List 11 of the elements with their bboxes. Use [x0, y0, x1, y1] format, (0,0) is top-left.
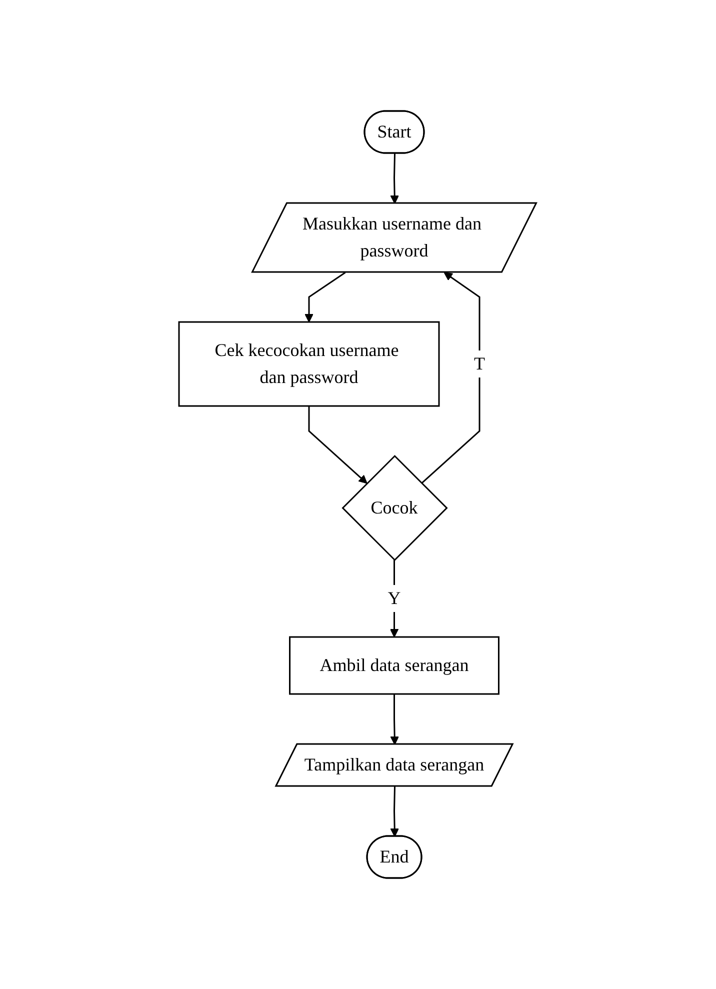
arrow — [390, 694, 400, 745]
node-box: Cek kecocokan username dan password — [178, 321, 440, 407]
edge-label: T — [474, 354, 486, 374]
node-diamond: Cocok — [342, 454, 448, 562]
arrow — [390, 153, 400, 204]
arrow — [304, 272, 346, 322]
arrow — [390, 786, 400, 837]
edge-label: Y — [388, 588, 402, 608]
node-box: Ambil data serangan — [289, 636, 500, 695]
arrow — [421, 272, 481, 484]
arrow — [308, 406, 368, 484]
